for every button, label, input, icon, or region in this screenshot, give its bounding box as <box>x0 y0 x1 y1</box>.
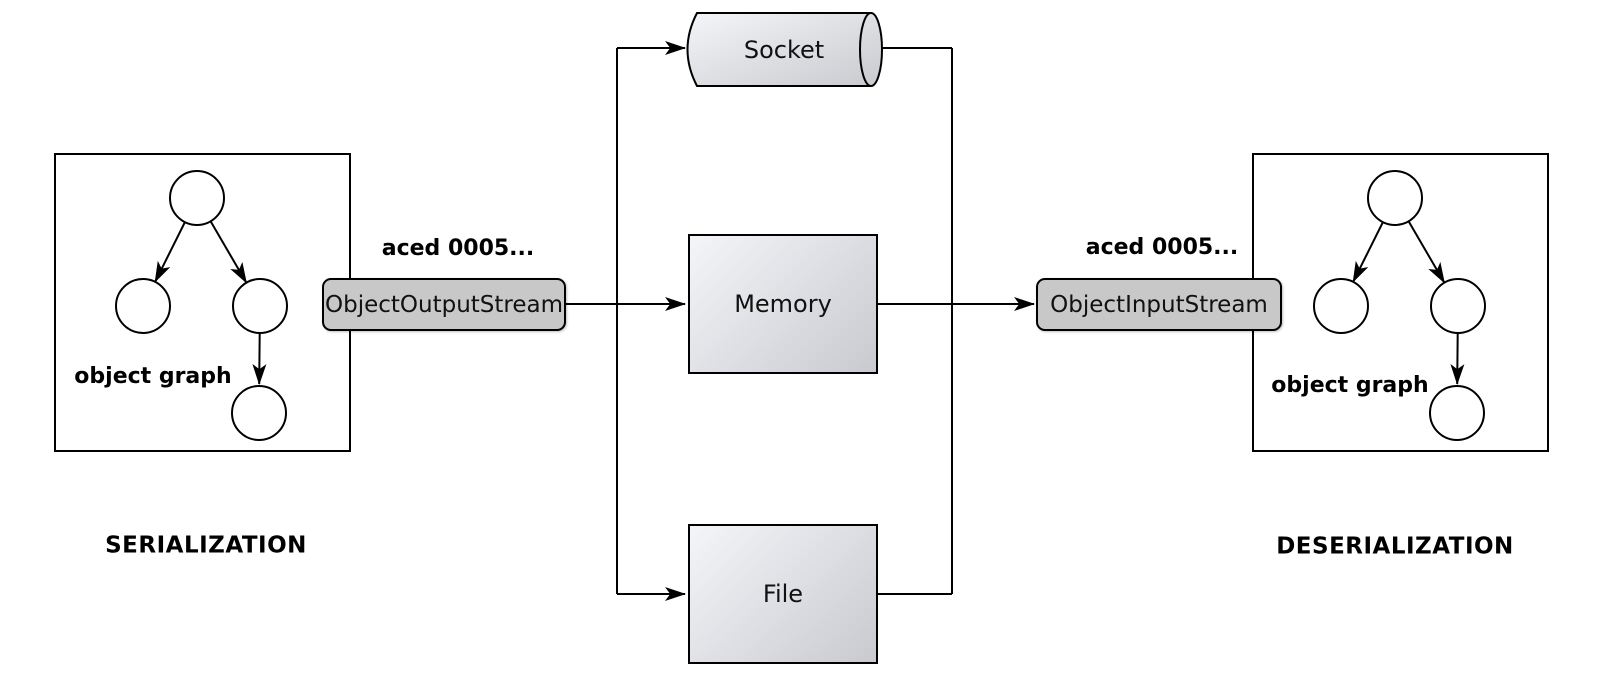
left-object-graph-label: object graph <box>74 364 232 389</box>
left-tree-root-node <box>169 170 225 226</box>
right-tree-grandchild-node <box>1429 385 1485 441</box>
left-tree-edge-root-right <box>209 220 248 284</box>
right-tree-child-left-node <box>1313 278 1369 334</box>
object-input-stream-label: ObjectInputStream <box>1050 291 1268 318</box>
object-output-stream-label: ObjectOutputStream <box>324 291 564 318</box>
socket-cylinder-cap-arc <box>859 12 872 87</box>
right-tree-edge-root-left <box>1352 221 1384 283</box>
deserialization-graph-panel <box>1252 153 1549 452</box>
deserialization-title: DESERIALIZATION <box>1276 533 1514 560</box>
output-bytes-preview: aced 0005... <box>381 236 535 261</box>
left-tree-child-left-node <box>115 278 171 334</box>
right-tree-child-right-node <box>1430 278 1486 334</box>
socket-cylinder <box>686 12 883 87</box>
serialization-graph-panel <box>54 153 351 452</box>
socket-label: Socket <box>743 36 825 64</box>
connector-wires <box>564 41 1035 601</box>
left-object-graph-tree <box>115 170 288 441</box>
object-input-stream-box: ObjectInputStream <box>1036 278 1282 331</box>
serialization-title: SERIALIZATION <box>105 532 307 559</box>
memory-label: Memory <box>734 290 832 318</box>
right-tree-edge-right-grandchild <box>1450 332 1465 385</box>
file-box: File <box>688 524 878 664</box>
left-tree-child-right-node <box>232 278 288 334</box>
right-object-graph-tree <box>1313 170 1486 441</box>
memory-box: Memory <box>688 234 878 374</box>
object-output-stream-box: ObjectOutputStream <box>322 278 566 331</box>
file-label: File <box>762 580 804 608</box>
right-object-graph-label: object graph <box>1271 373 1429 398</box>
right-tree-edge-root-right <box>1407 220 1446 284</box>
left-tree-grandchild-node <box>231 385 287 441</box>
input-bytes-preview: aced 0005... <box>1085 235 1239 260</box>
left-tree-edge-right-grandchild <box>252 332 267 385</box>
socket-cylinder-body <box>686 12 883 87</box>
right-tree-root-node <box>1367 170 1423 226</box>
left-tree-edge-root-left <box>154 221 186 283</box>
